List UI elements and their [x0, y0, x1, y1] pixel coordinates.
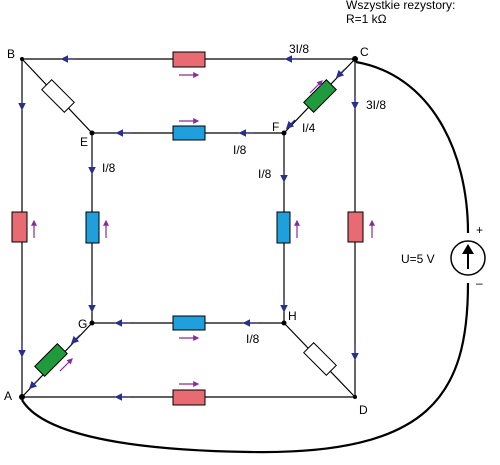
- resistor-eg: [85, 211, 100, 244]
- current-label-fe: I/8: [233, 143, 247, 157]
- node-dot-g: [89, 320, 95, 326]
- current-arrows: [18, 55, 359, 401]
- resistor-fh: [276, 211, 291, 244]
- purple-arrow-cf: [309, 80, 323, 94]
- note-line2: R=1 kΩ: [346, 12, 387, 26]
- resistor-ef: [172, 125, 206, 141]
- inner-wires: [91, 132, 285, 324]
- node-dot-c: [352, 56, 358, 62]
- resistor-gh: [172, 315, 206, 331]
- node-label-h: H: [288, 309, 297, 323]
- resistor-cd: [347, 211, 364, 243]
- arrow-cf-top: [335, 68, 346, 79]
- node-label-d: D: [359, 403, 368, 417]
- node-label-e: E: [80, 135, 88, 149]
- outer-wires: [21, 58, 356, 398]
- arrow-cf-bottom: [285, 119, 296, 130]
- node-dots: [19, 56, 358, 400]
- source-wire-bottom: [21, 282, 470, 454]
- node-label-c: C: [360, 45, 369, 59]
- current-label-bc: 3I/8: [289, 42, 309, 56]
- source-minus: –: [476, 276, 483, 290]
- resistor-hd: [303, 342, 337, 376]
- current-label-cd: 3I/8: [366, 98, 386, 112]
- resistor-ad: [172, 389, 206, 406]
- node-dot-f: [281, 130, 287, 136]
- node-label-b: B: [7, 47, 15, 61]
- purple-arrow-ga: [59, 358, 73, 372]
- current-label-cf: I/4: [302, 121, 316, 135]
- current-label-fh: I/8: [258, 167, 272, 181]
- source-wire-top: [355, 60, 470, 234]
- node-label-a: A: [4, 389, 12, 403]
- node-label-f: F: [272, 120, 279, 134]
- note-line1: Wszystkie rezystory:: [346, 0, 455, 12]
- current-label-hg: I/8: [246, 332, 260, 346]
- resistor-cf: [303, 79, 337, 113]
- node-label-g: G: [78, 317, 87, 331]
- current-label-eg: I/8: [102, 161, 116, 175]
- resistor-bc: [172, 51, 206, 68]
- resistor-be: [41, 79, 75, 113]
- resistor-direction-arrows: [31, 72, 375, 387]
- node-dot-e: [89, 130, 95, 136]
- node-dot-a: [19, 394, 25, 400]
- arrow-ga-bottom: [28, 379, 39, 390]
- source-label: U=5 V: [401, 252, 435, 266]
- node-dot-h: [281, 320, 287, 326]
- resistor-ga: [34, 343, 68, 377]
- source-arrow-icon: [462, 244, 474, 254]
- arrow-ga-top: [70, 334, 81, 345]
- node-dot-d: [353, 395, 357, 399]
- node-dot-b: [20, 57, 24, 61]
- source-plus: +: [476, 223, 483, 237]
- diagonal-wires: [21, 58, 356, 398]
- resistor-ba: [11, 211, 28, 243]
